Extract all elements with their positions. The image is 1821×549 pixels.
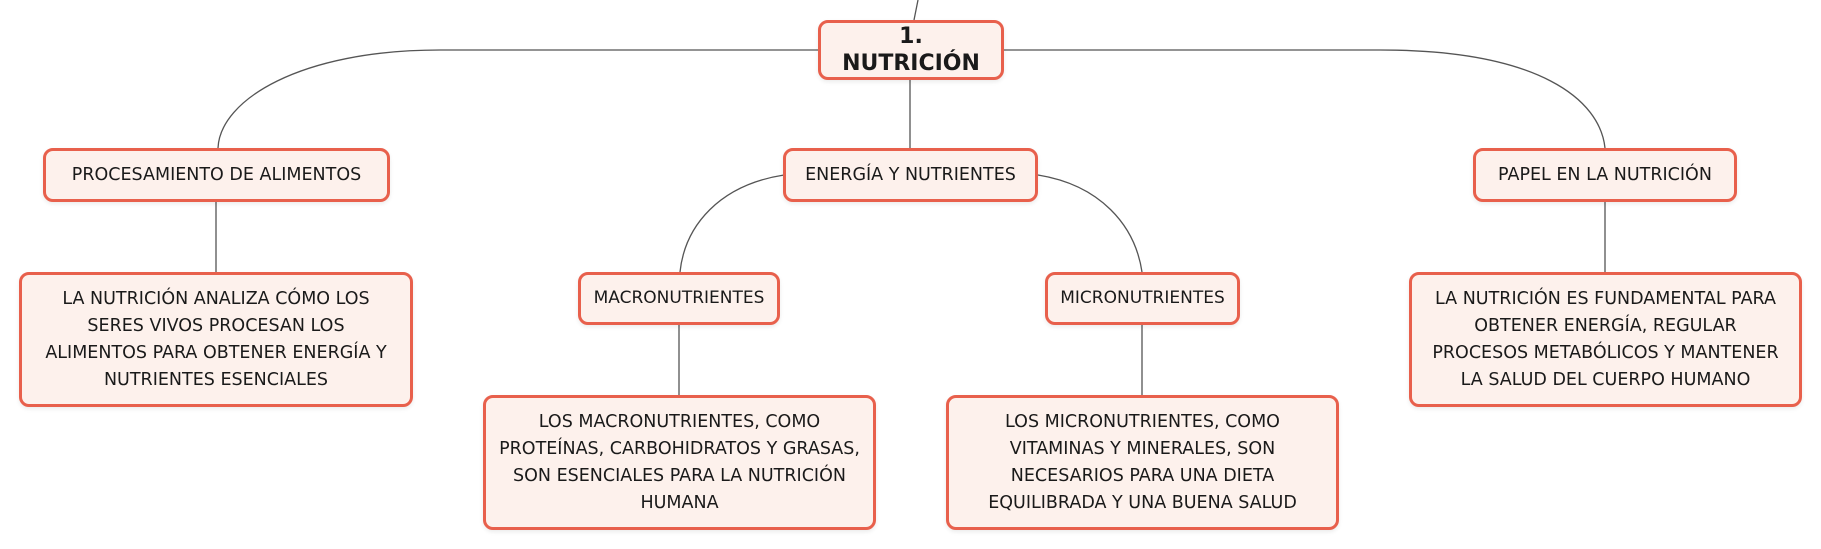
connector-energy-to-micro bbox=[1037, 174, 1143, 273]
micronutrients-node[interactable]: MICRONUTRIENTES bbox=[1045, 272, 1240, 325]
connector-root-to-processing bbox=[217, 49, 820, 149]
role-detail-node[interactable]: LA NUTRICIÓN ES FUNDAMENTAL PARA OBTENER… bbox=[1409, 272, 1802, 407]
micronutrients-detail-node[interactable]: LOS MICRONUTRIENTES, COMO VITAMINAS Y MI… bbox=[946, 395, 1339, 530]
energy-node[interactable]: ENERGÍA Y NUTRIENTES bbox=[783, 148, 1038, 202]
root-node[interactable]: 1. NUTRICIÓN bbox=[818, 20, 1004, 80]
processing-detail-node[interactable]: LA NUTRICIÓN ANALIZA CÓMO LOS SERES VIVO… bbox=[19, 272, 413, 407]
connector-parent-to-root bbox=[913, 0, 919, 21]
connector-root-to-role bbox=[1003, 49, 1606, 149]
role-node[interactable]: PAPEL EN LA NUTRICIÓN bbox=[1473, 148, 1737, 202]
macronutrients-node[interactable]: MACRONUTRIENTES bbox=[578, 272, 780, 325]
processing-node[interactable]: PROCESAMIENTO DE ALIMENTOS bbox=[43, 148, 390, 202]
macronutrients-detail-node[interactable]: LOS MACRONUTRIENTES, COMO PROTEÍNAS, CAR… bbox=[483, 395, 876, 530]
connector-energy-to-macro bbox=[679, 174, 785, 273]
